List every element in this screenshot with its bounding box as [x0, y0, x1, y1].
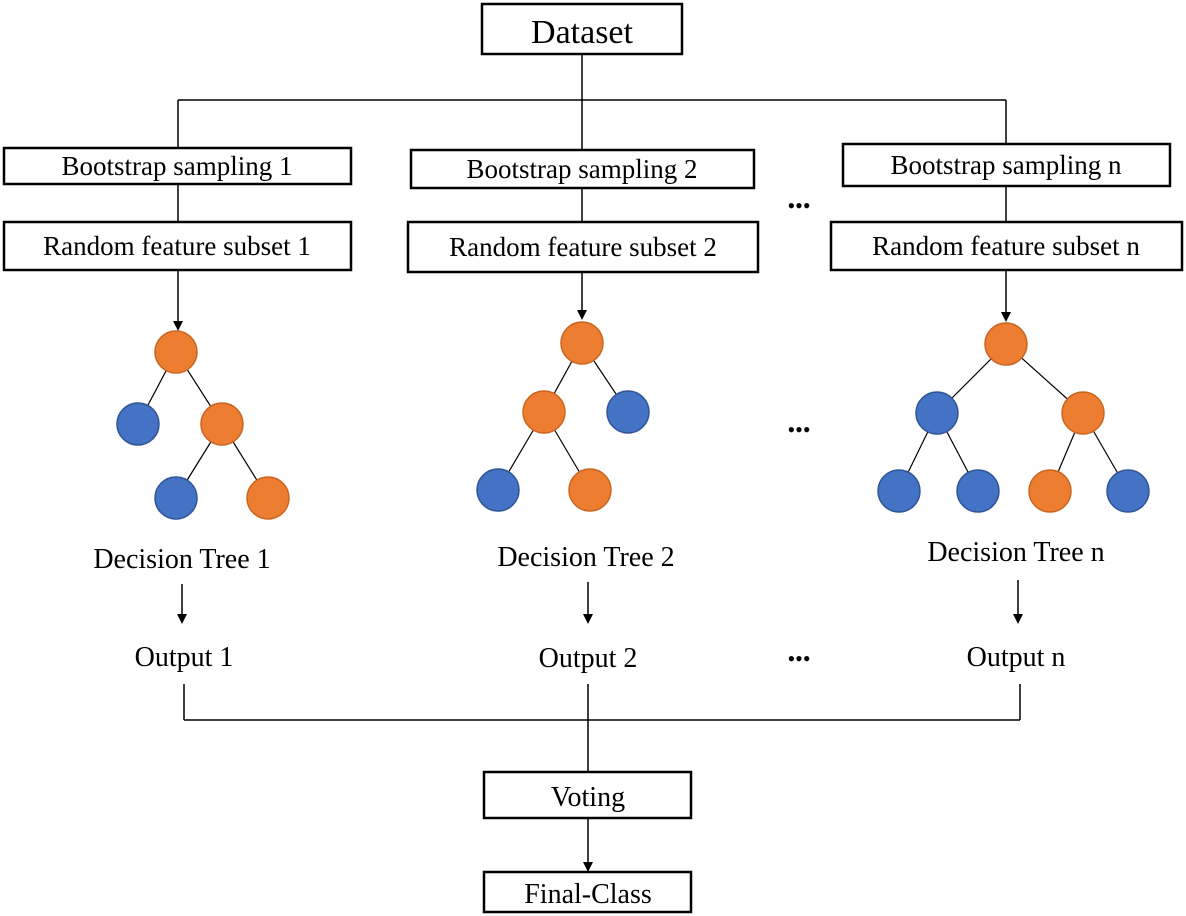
orange-tree-node [154, 330, 198, 374]
final-class-box: Final-Class [482, 870, 693, 914]
tree-label-2: Decision Tree 2 [497, 542, 674, 573]
blue-tree-node [877, 469, 921, 513]
orange-tree-node [568, 468, 612, 512]
ellipsis-outputs: ••• [787, 646, 810, 671]
final-class-label: Final-Class [524, 879, 652, 910]
bootstrap-box-1: Bootstrap sampling 1 [2, 146, 353, 186]
output-label-1: Output 1 [135, 642, 234, 673]
tree-label-1: Decision Tree 1 [93, 544, 270, 575]
connectors [173, 55, 1023, 872]
bootstrap-box-2: Bootstrap sampling 2 [409, 148, 756, 190]
feature-box-n: Random feature subset n [829, 220, 1184, 272]
ellipsis-bootstrap: ••• [787, 193, 810, 218]
feature-label-1: Random feature subset 1 [43, 231, 311, 261]
orange-tree-node [984, 322, 1028, 366]
output-label-2: Output 2 [539, 643, 638, 674]
ellipsis-trees: ••• [787, 417, 810, 442]
feature-box-1: Random feature subset 1 [2, 220, 353, 272]
orange-tree-node [1061, 391, 1105, 435]
blue-tree-node [116, 402, 160, 446]
feature-label-2: Random feature subset 2 [449, 232, 717, 262]
orange-tree-node [1028, 469, 1072, 513]
decision-tree-1 [116, 330, 290, 520]
decision-tree-2 [476, 321, 650, 512]
blue-tree-node [606, 390, 650, 434]
bootstrap-label-1: Bootstrap sampling 1 [62, 151, 293, 181]
orange-tree-node [522, 390, 566, 434]
orange-tree-node [246, 476, 290, 520]
blue-tree-node [956, 469, 1000, 513]
feature-box-2: Random feature subset 2 [406, 220, 760, 274]
dataset-label: Dataset [531, 14, 634, 51]
feature-label-n: Random feature subset n [872, 231, 1140, 261]
tree-label-n: Decision Tree n [927, 537, 1104, 568]
dataset-box: Dataset [480, 2, 684, 56]
decision-tree-n [877, 322, 1150, 513]
blue-tree-node [915, 391, 959, 435]
blue-tree-node [154, 476, 198, 520]
output-label-n: Output n [967, 642, 1066, 673]
blue-tree-node [476, 468, 520, 512]
bootstrap-label-n: Bootstrap sampling n [891, 150, 1122, 180]
voting-box: Voting [482, 770, 693, 820]
bootstrap-label-2: Bootstrap sampling 2 [467, 154, 698, 184]
voting-label: Voting [551, 782, 625, 813]
bootstrap-box-n: Bootstrap sampling n [841, 142, 1172, 188]
orange-tree-node [560, 321, 604, 365]
orange-tree-node [200, 402, 244, 446]
blue-tree-node [1106, 469, 1150, 513]
